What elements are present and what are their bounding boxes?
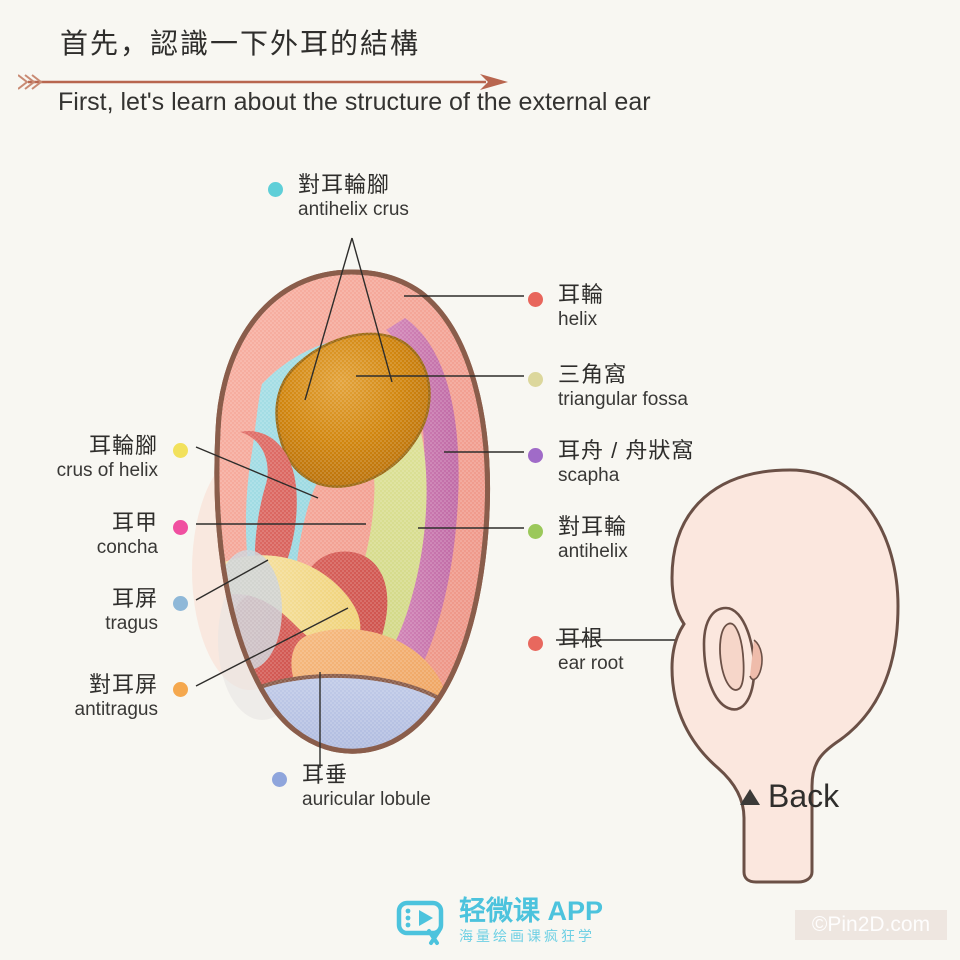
back-caption-text: Back [768, 778, 840, 814]
legend-dot-ear-root [528, 636, 543, 651]
legend-dot-crus-of-helix [173, 443, 188, 458]
label-cn: 耳垂 [302, 762, 349, 787]
label-antitragus[interactable]: 對耳屏 antitragus [0, 672, 188, 722]
label-en: crus of helix [56, 460, 158, 481]
back-view-caption: Back [740, 778, 839, 815]
label-concha[interactable]: 耳甲 concha [0, 510, 188, 560]
brand-logo: 轻微课 APP 海量绘画课疯狂学 [395, 893, 603, 947]
legend-dot-antitragus [173, 682, 188, 697]
label-cn: 耳甲 [111, 510, 158, 535]
label-crus-of-helix[interactable]: 耳輪腳 crus of helix [0, 433, 188, 483]
brand-tagline: 海量绘画课疯狂学 [459, 927, 595, 944]
label-tragus[interactable]: 耳屏 tragus [0, 586, 188, 636]
label-auricular-lobule[interactable]: 耳垂 auricular lobule [272, 762, 431, 812]
label-cn: 對耳屏 [88, 672, 158, 697]
play-card-icon [396, 900, 444, 945]
legend-dot-antihelix [528, 524, 543, 539]
label-cn: 耳輪 [558, 282, 605, 307]
label-antihelix[interactable]: 對耳輪 antihelix [528, 514, 628, 564]
label-en: antihelix crus [298, 199, 409, 220]
label-en: tragus [105, 613, 158, 634]
head-figure [670, 468, 900, 884]
legend-dot-antihelix-crus [268, 182, 283, 197]
page-title-cn: 首先，認識一下外耳的結構 [60, 28, 421, 59]
label-en: antihelix [558, 541, 628, 562]
label-cn: 耳輪腳 [88, 433, 158, 458]
header: 首先，認識一下外耳的結構 First, let's learn about th… [0, 22, 780, 132]
label-cn: 對耳輪 [558, 514, 628, 539]
label-ear-root[interactable]: 耳根 ear root [528, 626, 623, 676]
label-en: antitragus [74, 699, 158, 720]
triangle-up-icon [740, 789, 760, 805]
legend-dot-concha [173, 520, 188, 535]
arrow-divider-icon [18, 74, 508, 90]
page-title-en: First, let's learn about the structure o… [58, 88, 651, 116]
label-cn: 耳舟 / 舟狀窩 [558, 438, 695, 463]
label-en: scapha [558, 465, 620, 486]
label-antihelix-crus[interactable]: 對耳輪腳 antihelix crus [268, 172, 409, 222]
legend-dot-triangular-fossa [528, 372, 543, 387]
label-en: ear root [558, 653, 624, 674]
label-en: triangular fossa [558, 389, 688, 410]
watermark: ©Pin2D.com [795, 910, 947, 940]
legend-dot-helix [528, 292, 543, 307]
label-en: helix [558, 309, 598, 330]
label-cn: 耳根 [558, 626, 605, 651]
legend-dot-auricular-lobule [272, 772, 287, 787]
label-cn: 耳屏 [111, 586, 158, 611]
label-helix[interactable]: 耳輪 helix [528, 282, 604, 332]
legend-dot-scapha [528, 448, 543, 463]
label-en: auricular lobule [302, 789, 431, 810]
label-cn: 對耳輪腳 [298, 172, 391, 197]
label-triangular-fossa[interactable]: 三角窩 triangular fossa [528, 362, 688, 412]
legend-dot-tragus [173, 596, 188, 611]
brand-text: 轻微课 APP 海量绘画课疯狂学 [459, 895, 604, 944]
label-cn: 三角窩 [558, 362, 628, 387]
label-en: concha [96, 537, 158, 558]
label-scapha[interactable]: 耳舟 / 舟狀窩 scapha [528, 438, 694, 488]
brand-name: 轻微课 APP [459, 895, 604, 926]
